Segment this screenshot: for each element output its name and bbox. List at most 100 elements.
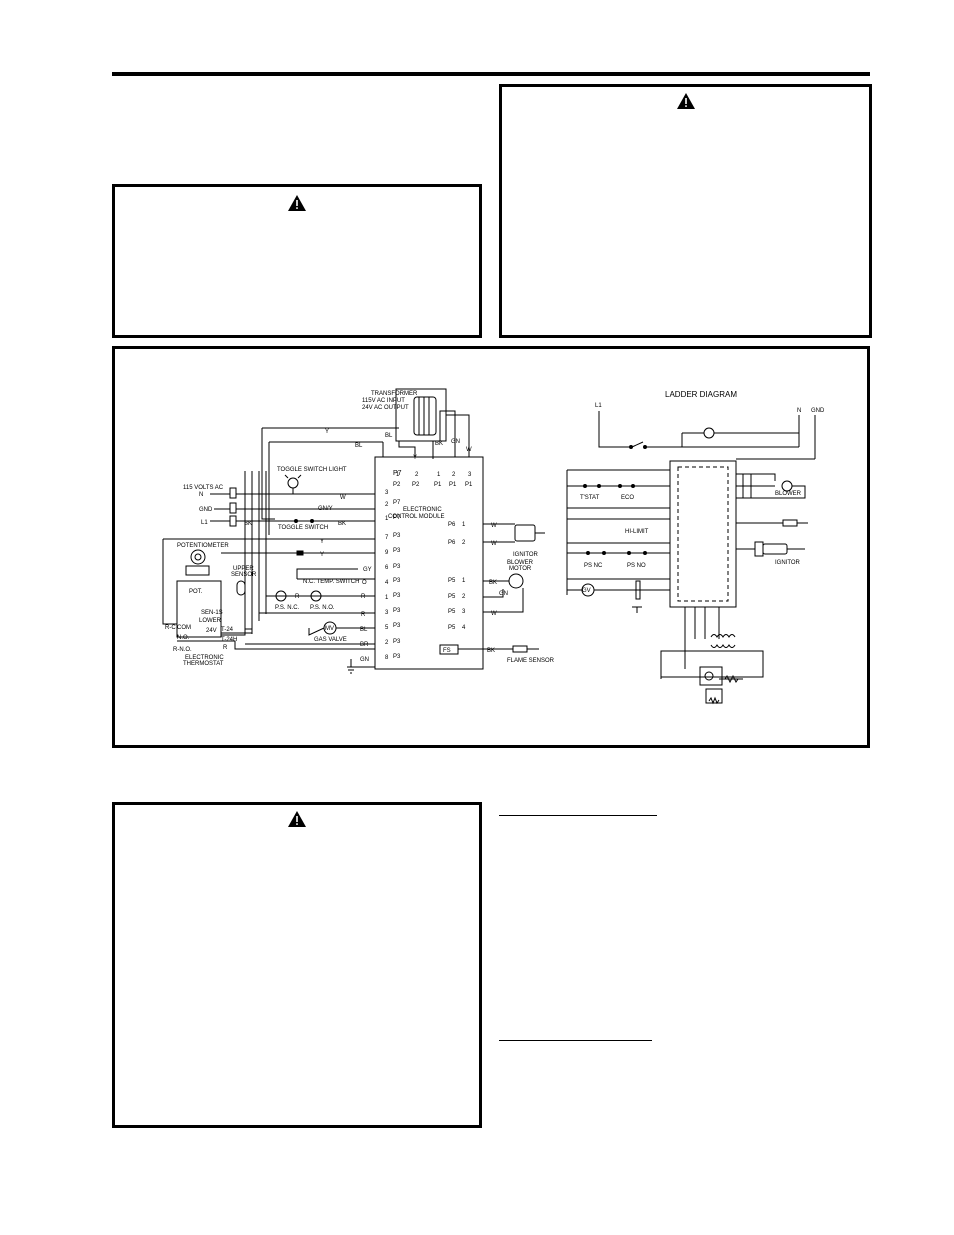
ladder-gnd: GND — [811, 408, 825, 414]
top-color-w: W — [466, 447, 472, 453]
ladder-hilimit: HI-LIMIT — [625, 529, 649, 535]
warning-box-upper-left — [112, 184, 482, 338]
ladder-tstat: T'STAT — [580, 495, 600, 501]
ladder-blower: BLOWER — [775, 491, 802, 497]
wire-harness: Y BL — [244, 427, 399, 634]
left-num-4: 7 — [385, 535, 389, 541]
wire-r-therm: R — [223, 645, 228, 651]
left-pin-8: P3 — [393, 593, 401, 599]
right-num-3: 1 — [462, 578, 466, 584]
wire-r-ps: R — [295, 594, 300, 600]
pot-label: POT. — [189, 589, 203, 595]
line-l1: L1 — [201, 520, 208, 526]
rc-label: R-C — [165, 625, 176, 631]
wire-bk-blower: BK — [489, 580, 497, 586]
top-color-bl: BL — [385, 433, 393, 439]
sen1s-label: SEN-1S — [201, 610, 223, 616]
top-num-2: 2 — [415, 472, 419, 478]
mv-label: MV — [325, 626, 334, 632]
wiring-diagram: TRANSFORMER 115V AC INPUT 24V AC OUTPUT … — [162, 388, 825, 705]
toggle-switch-label: TOGGLE SWITCH — [278, 525, 328, 531]
blower-motor-1: BLOWER — [507, 560, 534, 566]
left-num-7: 4 — [385, 580, 389, 586]
wire-gn: GN — [360, 657, 369, 663]
toggle-light-label: TOGGLE SWITCH LIGHT — [277, 467, 347, 473]
right-pin-6: P5 — [448, 625, 456, 631]
upper-sensor-1: UPPER — [233, 566, 254, 572]
ladder-eco: ECO — [621, 495, 634, 501]
right-pin-3: P5 — [448, 578, 456, 584]
warning-box-lower-left — [112, 802, 482, 1128]
module-label-2: CONTROL MODULE — [388, 514, 444, 520]
wire-bk-flame: BK — [487, 648, 495, 654]
left-num-12: 8 — [385, 655, 389, 661]
ps-no-label: P.S. N.O. — [310, 605, 335, 611]
left-num-5: 9 — [385, 550, 389, 556]
module-label-1: ELECTRONIC — [403, 507, 442, 513]
ladder-blower-icon — [781, 480, 793, 492]
left-pin-4: P3 — [393, 533, 401, 539]
left-num-9: 3 — [385, 610, 389, 616]
top-num-1: 1 — [396, 472, 400, 478]
ignitor-label: IGNITOR — [513, 552, 539, 558]
temp-switch-label: N.C. TEMP. SWITCH — [303, 579, 359, 585]
wire-gny: GN/Y — [318, 506, 333, 512]
top-num-4: 2 — [452, 472, 456, 478]
wire-bl-top: BL — [355, 443, 363, 449]
section-heading-rule-2 — [499, 1040, 652, 1041]
left-pin-5: P3 — [393, 548, 401, 554]
left-pin-12: P3 — [393, 654, 401, 660]
schematic-diagram: TRANSFORMER 115V AC INPUT 24V AC OUTPUT … — [162, 388, 555, 674]
power-inputs: 115 VOLTS AC N GND L1 W GN/Y BK BK TOGGL… — [183, 467, 375, 531]
potentiometer-label: POTENTIOMETER — [177, 543, 229, 549]
wire-bl-gv: BL — [360, 627, 368, 633]
wire-w-ign1: W — [491, 523, 497, 529]
electronic-control-module: ELECTRONIC CONTROL MODULE P2 P2 P1 P1 P1… — [374, 433, 484, 670]
wire-bk-left: BK — [244, 521, 252, 527]
ladder-l1: L1 — [595, 403, 602, 409]
ladder-psnc: PS NC — [584, 563, 603, 569]
com-label: COM — [177, 625, 191, 631]
left-num-3: 1 — [385, 516, 389, 522]
wire-y-top: Y — [325, 429, 329, 435]
right-num-1: 1 — [462, 522, 466, 528]
right-num-6: 4 — [462, 625, 466, 631]
ladder-gv: GV — [582, 588, 591, 594]
flame-sensor-icon — [512, 645, 528, 653]
top-pin-2: P2 — [412, 482, 420, 488]
ladder-ignitor: IGNITOR — [775, 560, 801, 566]
left-pin-7: P3 — [393, 578, 401, 584]
fs-label: FS — [443, 648, 451, 654]
warning-triangle-icon — [676, 93, 695, 109]
top-color-bk: BK — [435, 441, 443, 447]
wire-y-mid: Y — [320, 539, 324, 545]
top-rule — [112, 72, 870, 76]
wire-y-low: Y — [320, 552, 324, 558]
wire-bk: BK — [338, 521, 346, 527]
left-pin-9: P3 — [393, 608, 401, 614]
wire-o: O — [362, 580, 367, 586]
section-heading-rule-1 — [499, 815, 657, 816]
wire-w: W — [340, 495, 346, 501]
flame-sensor-label: FLAME SENSOR — [507, 658, 555, 664]
left-pin-2: P7 — [393, 500, 401, 506]
left-num-2: 2 — [385, 502, 389, 508]
v24-label: 24V — [206, 628, 217, 634]
transformer: TRANSFORMER 115V AC INPUT 24V AC OUTPUT — [362, 388, 470, 459]
wire-br: BR — [360, 642, 369, 648]
left-pin-11: P3 — [393, 639, 401, 645]
no-label: N.O. — [177, 635, 190, 641]
ps-nc-label: P.S. N.C. — [275, 605, 300, 611]
left-pin-10: P3 — [393, 623, 401, 629]
top-color-y: Y — [413, 455, 417, 461]
toggle-light-icon — [287, 477, 299, 489]
transformer-label-3: 24V AC OUTPUT — [362, 405, 409, 411]
right-pin-5: P5 — [448, 609, 456, 615]
transformer-label-1: TRANSFORMER — [371, 391, 418, 397]
t24h-label: T-24H — [221, 637, 237, 643]
top-pin-3: P1 — [434, 482, 442, 488]
transformer-label-2: 115V AC INPUT — [362, 398, 405, 404]
left-num-8: 1 — [385, 595, 389, 601]
safety-switches: GY N.C. TEMP. SWITCH O R R P.S. N.C. P.S… — [245, 567, 375, 674]
left-num-6: 6 — [385, 565, 389, 571]
